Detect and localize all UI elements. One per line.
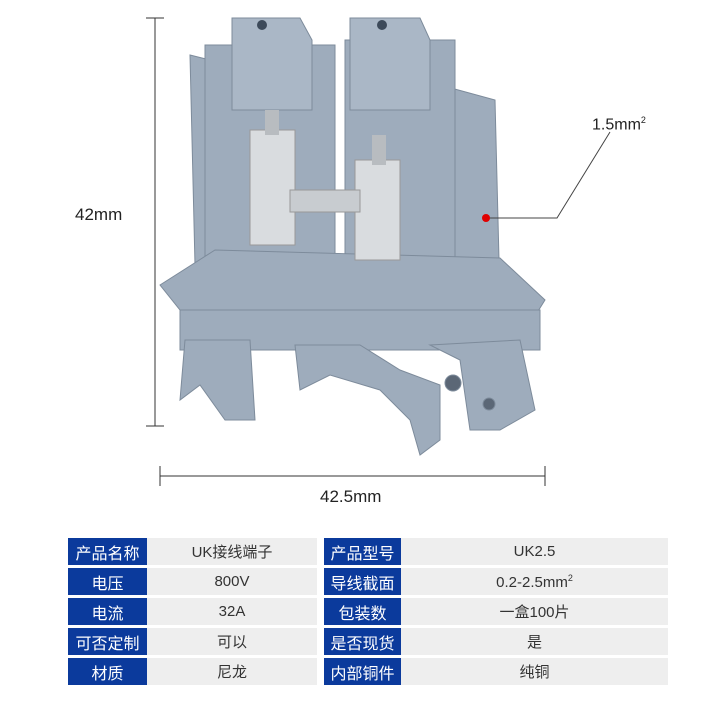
table-row: 是否现货是: [324, 628, 668, 655]
spec-value: 32A: [147, 598, 317, 625]
spec-value-superscript: 2: [567, 572, 573, 583]
terminal-block: [159, 17, 546, 456]
spec-label: 材质: [68, 658, 147, 685]
callout-leader-line: [486, 131, 611, 219]
product-illustration: [146, 17, 611, 486]
spec-label: 是否现货: [324, 628, 401, 655]
spec-label: 导线截面: [324, 568, 401, 595]
spec-value-text: 0.2-2.5mm: [496, 573, 568, 591]
spec-label: 产品名称: [68, 538, 147, 565]
spec-value: UK2.5: [401, 538, 668, 565]
wire-section-callout: 1.5mm2: [592, 115, 646, 134]
width-label: 42.5mm: [320, 487, 382, 506]
spec-value: 是: [401, 628, 668, 655]
height-label: 42mm: [75, 205, 123, 224]
callout-dot: [482, 214, 490, 222]
height-dimension-line: [146, 17, 164, 427]
spec-value: 可以: [147, 628, 317, 655]
table-row: 可否定制可以: [68, 628, 317, 655]
callout-value: 1.5mm: [592, 116, 641, 134]
table-row: 材质尼龙: [68, 658, 317, 685]
spec-label: 产品型号: [324, 538, 401, 565]
spec-label: 电压: [68, 568, 147, 595]
table-row: 包装数一盒100片: [324, 598, 668, 625]
spec-value: 0.2-2.5mm2: [401, 568, 668, 595]
spec-label: 内部铜件: [324, 658, 401, 685]
spec-label: 电流: [68, 598, 147, 625]
spec-value: 尼龙: [147, 658, 317, 685]
spec-value: 一盒100片: [401, 598, 668, 625]
width-dimension-line: [159, 466, 546, 486]
spec-value: 800V: [147, 568, 317, 595]
spec-label: 包装数: [324, 598, 401, 625]
metal-clamps: [249, 20, 401, 261]
callout-superscript: 2: [640, 115, 646, 125]
spec-value: 纯铜: [401, 658, 668, 685]
spec-value: UK接线端子: [147, 538, 317, 565]
spec-label: 可否定制: [68, 628, 147, 655]
table-row: 内部铜件纯铜: [324, 658, 668, 685]
